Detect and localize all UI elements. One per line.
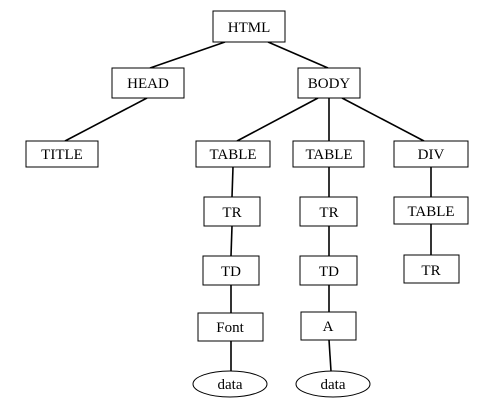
node-a: A <box>300 311 357 341</box>
node-div: DIV <box>393 140 469 168</box>
node-html: HTML <box>212 10 286 43</box>
node-td-1-label: TD <box>221 264 241 280</box>
node-td-2: TD <box>299 255 358 286</box>
node-data-2-label: data <box>321 377 346 393</box>
node-tr-1-label: TR <box>222 205 241 221</box>
node-td-1: TD <box>202 255 260 286</box>
node-title: TITLE <box>25 140 99 168</box>
node-font: Font <box>197 312 264 342</box>
edge-a-data2 <box>328 339 332 372</box>
node-tr-2-label: TR <box>319 205 338 221</box>
node-div-label: DIV <box>418 147 445 163</box>
node-head-label: HEAD <box>127 76 169 92</box>
edge-body-table1 <box>236 97 319 142</box>
node-td-2-label: TD <box>319 264 339 280</box>
node-table-3: TABLE <box>393 196 469 225</box>
node-body-label: BODY <box>308 76 351 92</box>
node-table-1-label: TABLE <box>209 147 256 163</box>
node-table-1: TABLE <box>195 140 271 168</box>
node-table-2-label: TABLE <box>305 147 352 163</box>
node-html-label: HTML <box>228 20 271 36</box>
node-title-label: TITLE <box>41 147 83 163</box>
edge-body-div <box>341 97 425 142</box>
node-a-label: A <box>323 319 334 335</box>
edge-head-title <box>64 97 148 142</box>
node-head: HEAD <box>111 67 185 99</box>
edge-table1-tr1 <box>231 166 234 198</box>
node-table-2: TABLE <box>292 140 365 168</box>
edge-html-head <box>149 41 226 69</box>
node-data-1-label: data <box>218 377 243 393</box>
node-data-2: data <box>295 370 371 398</box>
node-font-label: Font <box>216 320 244 336</box>
node-table-3-label: TABLE <box>407 204 454 220</box>
node-data-1: data <box>192 370 268 398</box>
tree-edges <box>64 41 432 372</box>
node-tr-2: TR <box>299 196 358 227</box>
edge-html-body <box>267 41 329 69</box>
node-body: BODY <box>297 67 361 99</box>
edge-tr1-td1 <box>230 225 233 257</box>
node-tr-3-label: TR <box>421 263 440 279</box>
node-tr-1: TR <box>203 196 261 227</box>
node-tr-3: TR <box>403 254 460 284</box>
